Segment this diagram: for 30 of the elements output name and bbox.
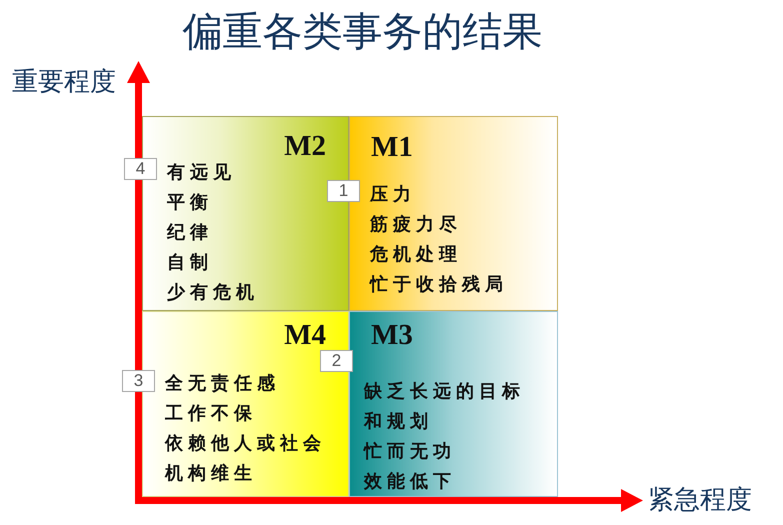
quadrant-item: 危机处理 — [370, 243, 462, 267]
quadrant-panel — [349, 311, 558, 497]
quadrant-item: 平衡 — [167, 191, 213, 215]
axis-label: 紧急程度 — [648, 484, 752, 516]
quadrant-item: 筋疲力尽 — [370, 213, 462, 237]
quadrant-item: 机构维生 — [165, 462, 257, 486]
quadrant-heading: M1 — [371, 134, 413, 160]
quadrant-heading: M3 — [371, 322, 413, 348]
quadrant-item: 纪律 — [167, 221, 213, 245]
quadrant-panel — [349, 116, 558, 311]
quadrant-item: 效能低下 — [364, 470, 456, 494]
callout-number: 2 — [320, 350, 353, 372]
quadrant-heading: M2 — [284, 133, 326, 159]
quadrant-item: 少有危机 — [167, 281, 259, 305]
axis-label: 重要程度 — [12, 66, 116, 98]
callout-number: 3 — [122, 370, 155, 392]
quadrant-item: 有远见 — [167, 161, 236, 185]
quadrant-item: 自制 — [167, 251, 213, 275]
diagram-title: 偏重各类事务的结果 — [182, 8, 544, 56]
quadrant-item: 忙而无功 — [364, 440, 456, 464]
quadrant-item: 全无责任感 — [165, 372, 280, 396]
quadrant-panel — [142, 311, 349, 497]
quadrant-item: 缺乏长远的目标和规划 — [364, 380, 526, 434]
quadrant-item: 依赖他人或社会 — [165, 432, 326, 456]
callout-number: 1 — [327, 180, 360, 202]
callout-number: 4 — [124, 158, 157, 180]
quadrant-item: 忙于收拾残局 — [370, 273, 508, 297]
quadrant-item: 压力 — [370, 183, 416, 207]
quadrant-item: 工作不保 — [165, 402, 257, 426]
quadrant-heading: M4 — [284, 322, 326, 348]
